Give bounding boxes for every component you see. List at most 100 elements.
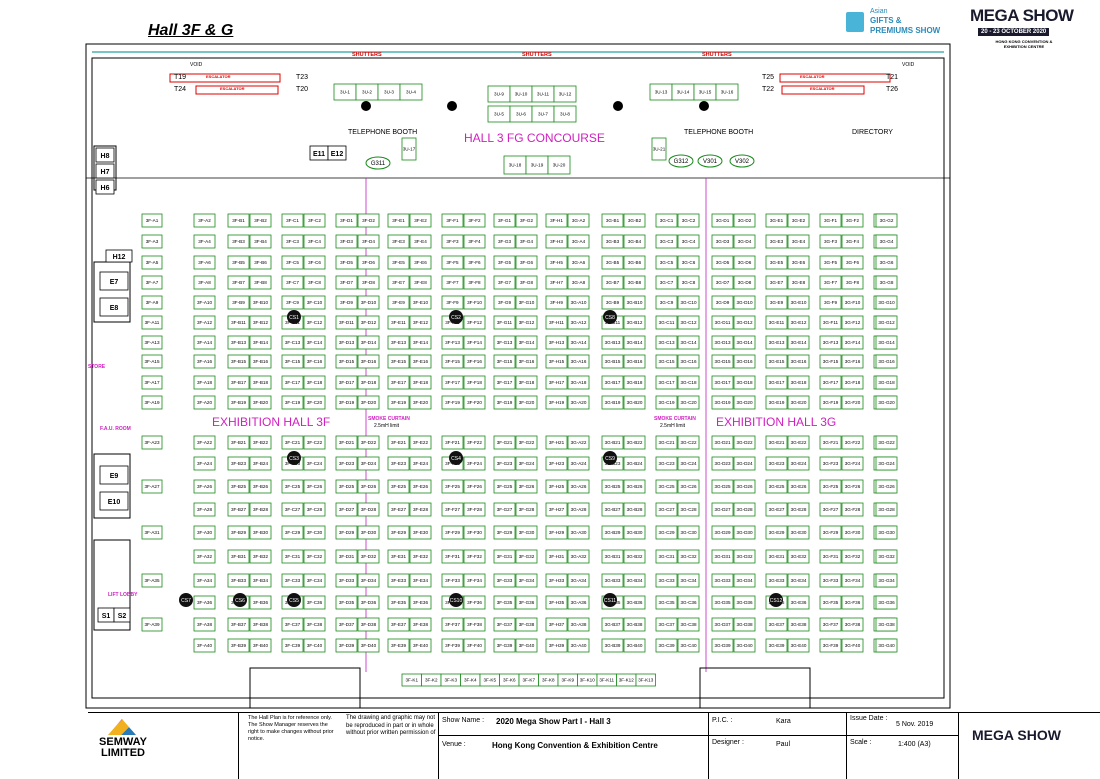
booth-3g-d1[interactable]: 3G-D1 <box>711 213 734 228</box>
booth-3f-d9[interactable]: 3F-D9 <box>335 295 358 310</box>
booth-3g-b16[interactable]: 3G-B16 <box>623 354 646 369</box>
booth-3g-g6[interactable]: 3G-G6 <box>875 255 898 270</box>
booth-3f-f15[interactable]: 3F-F15 <box>441 354 464 369</box>
booth-3f-g24[interactable]: 3F-G24 <box>515 456 538 471</box>
booth-3g-f1[interactable]: 3G-F1 <box>819 213 842 228</box>
booth-3g-d15[interactable]: 3G-D15 <box>711 354 734 369</box>
booth-3f-e18[interactable]: 3F-E18 <box>409 375 432 390</box>
booth-3f-a18[interactable]: 3F-A18 <box>193 375 216 390</box>
booth-3f-f21[interactable]: 3F-F21 <box>441 435 464 450</box>
booth-3f-a13[interactable]: 3F-A13 <box>141 335 163 350</box>
booth-3f-d35[interactable]: 3F-D35 <box>335 595 358 610</box>
booth-3g-c40[interactable]: 3G-C40 <box>677 638 700 653</box>
booth-3g-g24[interactable]: 3G-G24 <box>875 456 898 471</box>
booth-3u-7[interactable]: 3U-7 <box>531 105 555 123</box>
booth-3g-c24[interactable]: 3G-C24 <box>677 456 700 471</box>
booth-3g-a36[interactable]: 3G-A36 <box>567 595 590 610</box>
booth-3f-e38[interactable]: 3F-E38 <box>409 617 432 632</box>
booth-3g-f4[interactable]: 3G-F4 <box>841 234 864 249</box>
booth-3u-4[interactable]: 3U-4 <box>399 83 423 101</box>
booth-3f-c28[interactable]: 3F-C28 <box>303 502 326 517</box>
booth-3g-e26[interactable]: 3G-E26 <box>787 479 810 494</box>
booth-3g-e18[interactable]: 3G-E18 <box>787 375 810 390</box>
booth-3f-e1[interactable]: 3F-E1 <box>387 213 410 228</box>
booth-3g-b34[interactable]: 3G-B34 <box>623 573 646 588</box>
booth-3f-f36[interactable]: 3F-F36 <box>463 595 486 610</box>
booth-3g-e10[interactable]: 3G-E10 <box>787 295 810 310</box>
booth-3g-f38[interactable]: 3G-F38 <box>841 617 864 632</box>
booth-3g-a40[interactable]: 3G-A40 <box>567 638 590 653</box>
booth-3g-e30[interactable]: 3G-E30 <box>787 525 810 540</box>
booth-3f-f4[interactable]: 3F-F4 <box>463 234 486 249</box>
booth-3u-12[interactable]: 3U-12 <box>553 85 577 103</box>
booth-3f-b19[interactable]: 3F-B19 <box>227 395 250 410</box>
booth-3f-b20[interactable]: 3F-B20 <box>249 395 272 410</box>
booth-3f-b2[interactable]: 3F-B2 <box>249 213 272 228</box>
booth-3g-b5[interactable]: 3G-B5 <box>601 255 624 270</box>
booth-3g-c28[interactable]: 3G-C28 <box>677 502 700 517</box>
booth-3g-c18[interactable]: 3G-C18 <box>677 375 700 390</box>
booth-3f-b12[interactable]: 3F-B12 <box>249 315 272 330</box>
booth-3g-e39[interactable]: 3G-E39 <box>765 638 788 653</box>
booth-3g-b20[interactable]: 3G-B20 <box>623 395 646 410</box>
booth-3f-e3[interactable]: 3F-E3 <box>387 234 410 249</box>
booth-3g-e31[interactable]: 3G-E31 <box>765 549 788 564</box>
booth-3f-a14[interactable]: 3F-A14 <box>193 335 216 350</box>
booth-3f-d16[interactable]: 3F-D16 <box>357 354 380 369</box>
booth-3f-e28[interactable]: 3F-E28 <box>409 502 432 517</box>
booth-3f-b1[interactable]: 3F-B1 <box>227 213 250 228</box>
booth-3u-18[interactable]: 3U-18 <box>503 155 527 175</box>
booth-3f-c12[interactable]: 3F-C12 <box>303 315 326 330</box>
booth-3f-k4[interactable]: 3F-K4 <box>460 673 481 687</box>
booth-3f-k10[interactable]: 3F-K10 <box>577 673 598 687</box>
booth-3g-f36[interactable]: 3G-F36 <box>841 595 864 610</box>
booth-3g-e29[interactable]: 3G-E29 <box>765 525 788 540</box>
booth-3f-a19[interactable]: 3F-A19 <box>141 395 163 410</box>
booth-3g-f6[interactable]: 3G-F6 <box>841 255 864 270</box>
booth-3f-c5[interactable]: 3F-C5 <box>281 255 304 270</box>
booth-3g-d4[interactable]: 3G-D4 <box>733 234 756 249</box>
booth-3g-f15[interactable]: 3G-F15 <box>819 354 842 369</box>
booth-3g-f37[interactable]: 3G-F37 <box>819 617 842 632</box>
booth-3g-b18[interactable]: 3G-B18 <box>623 375 646 390</box>
booth-3f-e12[interactable]: 3F-E12 <box>409 315 432 330</box>
booth-3g-g16[interactable]: 3G-G16 <box>875 354 898 369</box>
booth-3g-d13[interactable]: 3G-D13 <box>711 335 734 350</box>
booth-3g-c19[interactable]: 3G-C19 <box>655 395 678 410</box>
booth-3g-f32[interactable]: 3G-F32 <box>841 549 864 564</box>
booth-3g-e24[interactable]: 3G-E24 <box>787 456 810 471</box>
booth-3f-e27[interactable]: 3F-E27 <box>387 502 410 517</box>
booth-3f-f30[interactable]: 3F-F30 <box>463 525 486 540</box>
booth-3f-b29[interactable]: 3F-B29 <box>227 525 250 540</box>
booth-3f-g11[interactable]: 3F-G11 <box>493 315 516 330</box>
booth-3g-d37[interactable]: 3G-D37 <box>711 617 734 632</box>
booth-3f-d13[interactable]: 3F-D13 <box>335 335 358 350</box>
booth-3f-b18[interactable]: 3F-B18 <box>249 375 272 390</box>
booth-3f-b27[interactable]: 3F-B27 <box>227 502 250 517</box>
booth-3f-e40[interactable]: 3F-E40 <box>409 638 432 653</box>
booth-3g-d23[interactable]: 3G-D23 <box>711 456 734 471</box>
booth-3g-c27[interactable]: 3G-C27 <box>655 502 678 517</box>
booth-3g-g2[interactable]: 3G-G2 <box>875 213 898 228</box>
booth-3f-k8[interactable]: 3F-K8 <box>538 673 559 687</box>
booth-3g-b38[interactable]: 3G-B38 <box>623 617 646 632</box>
booth-3f-c38[interactable]: 3F-C38 <box>303 617 326 632</box>
booth-3f-d1[interactable]: 3F-D1 <box>335 213 358 228</box>
booth-3f-g26[interactable]: 3F-G26 <box>515 479 538 494</box>
booth-3f-a39[interactable]: 3F-A39 <box>141 617 163 632</box>
booth-3f-c6[interactable]: 3F-C6 <box>303 255 326 270</box>
booth-3f-g34[interactable]: 3F-G34 <box>515 573 538 588</box>
booth-3g-d18[interactable]: 3G-D18 <box>733 375 756 390</box>
booth-3g-c31[interactable]: 3G-C31 <box>655 549 678 564</box>
booth-3f-c7[interactable]: 3F-C7 <box>281 275 304 290</box>
booth-3f-f25[interactable]: 3F-F25 <box>441 479 464 494</box>
booth-3f-a4[interactable]: 3F-A4 <box>193 234 216 249</box>
booth-3f-b36[interactable]: 3F-B36 <box>249 595 272 610</box>
booth-3g-d10[interactable]: 3G-D10 <box>733 295 756 310</box>
booth-3g-c30[interactable]: 3G-C30 <box>677 525 700 540</box>
booth-3g-f9[interactable]: 3G-F9 <box>819 295 842 310</box>
booth-3g-e3[interactable]: 3G-E3 <box>765 234 788 249</box>
booth-3g-f30[interactable]: 3G-F30 <box>841 525 864 540</box>
booth-3g-f34[interactable]: 3G-F34 <box>841 573 864 588</box>
booth-3f-f7[interactable]: 3F-F7 <box>441 275 464 290</box>
